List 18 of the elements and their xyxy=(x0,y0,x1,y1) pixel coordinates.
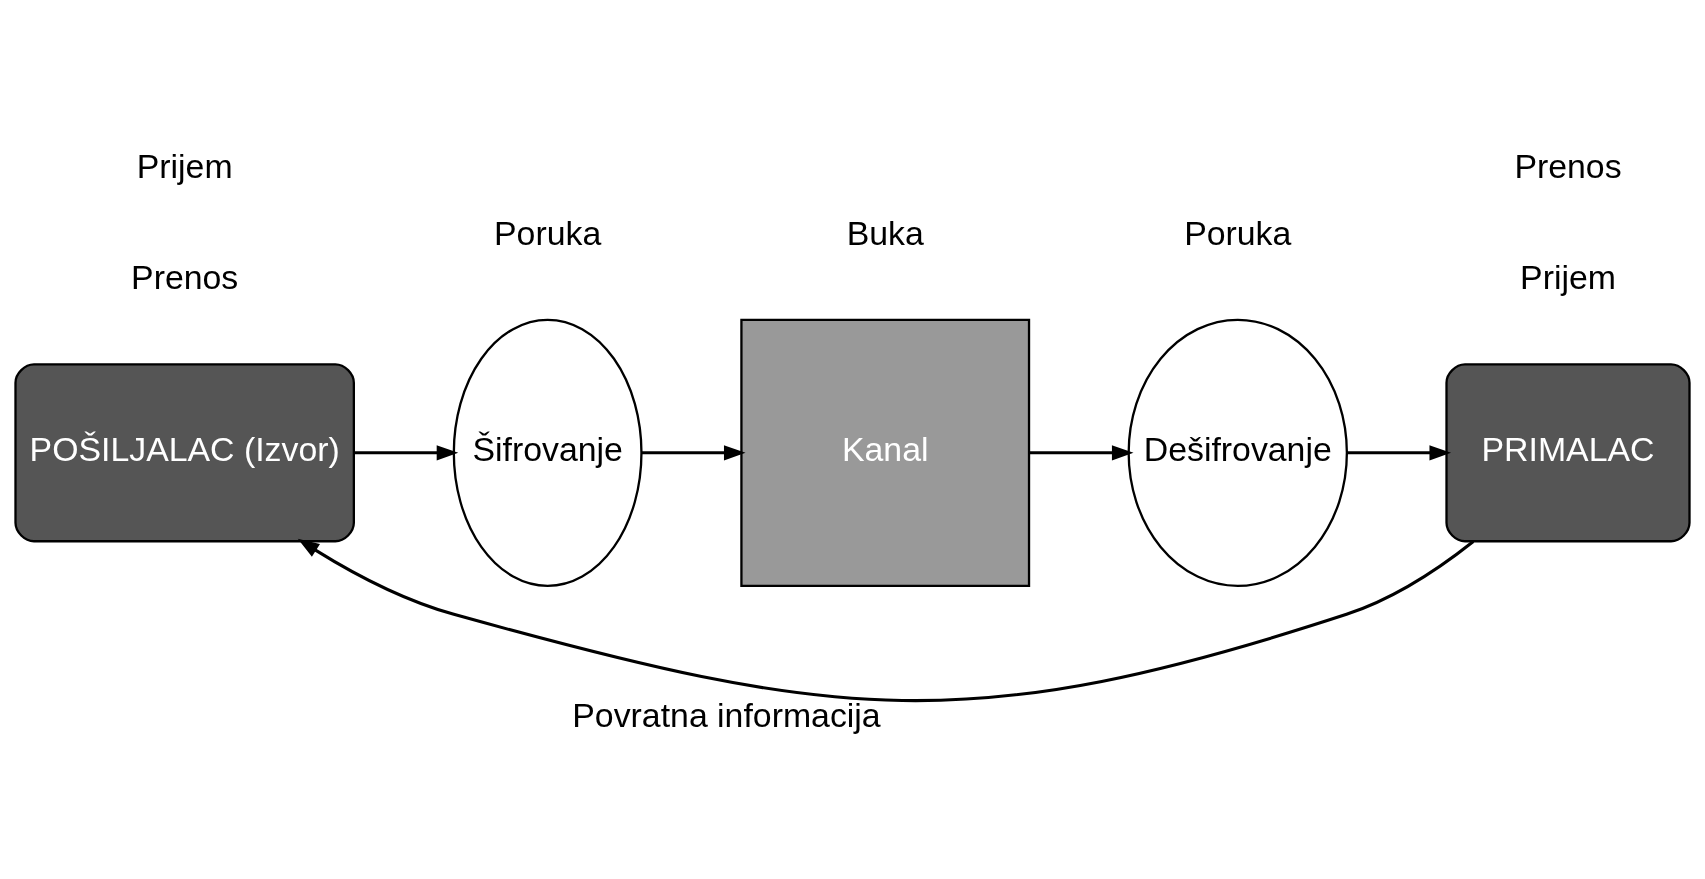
label: Prijem xyxy=(136,147,233,186)
arrow xyxy=(641,445,746,461)
arrow xyxy=(1029,445,1134,461)
arrow xyxy=(354,445,459,461)
label: Prenos xyxy=(1514,147,1622,186)
label: Prenos xyxy=(131,258,239,297)
edge-label: Povratna informacija xyxy=(572,696,881,734)
label: Prijem xyxy=(1520,258,1616,297)
node-box: POŠILJALAC (Izvor) xyxy=(14,363,355,543)
node-ellipse: Šifrovanje xyxy=(452,318,643,587)
node-box: PRIMALAC xyxy=(1445,363,1691,543)
label: Poruka xyxy=(494,213,602,252)
label: Poruka xyxy=(1184,213,1292,252)
label: Buka xyxy=(846,213,924,252)
node-ellipse: Dešifrovanje xyxy=(1127,318,1349,587)
arrow xyxy=(1346,445,1452,461)
node-box: Kanal xyxy=(740,318,1031,587)
arrow xyxy=(297,538,1475,703)
